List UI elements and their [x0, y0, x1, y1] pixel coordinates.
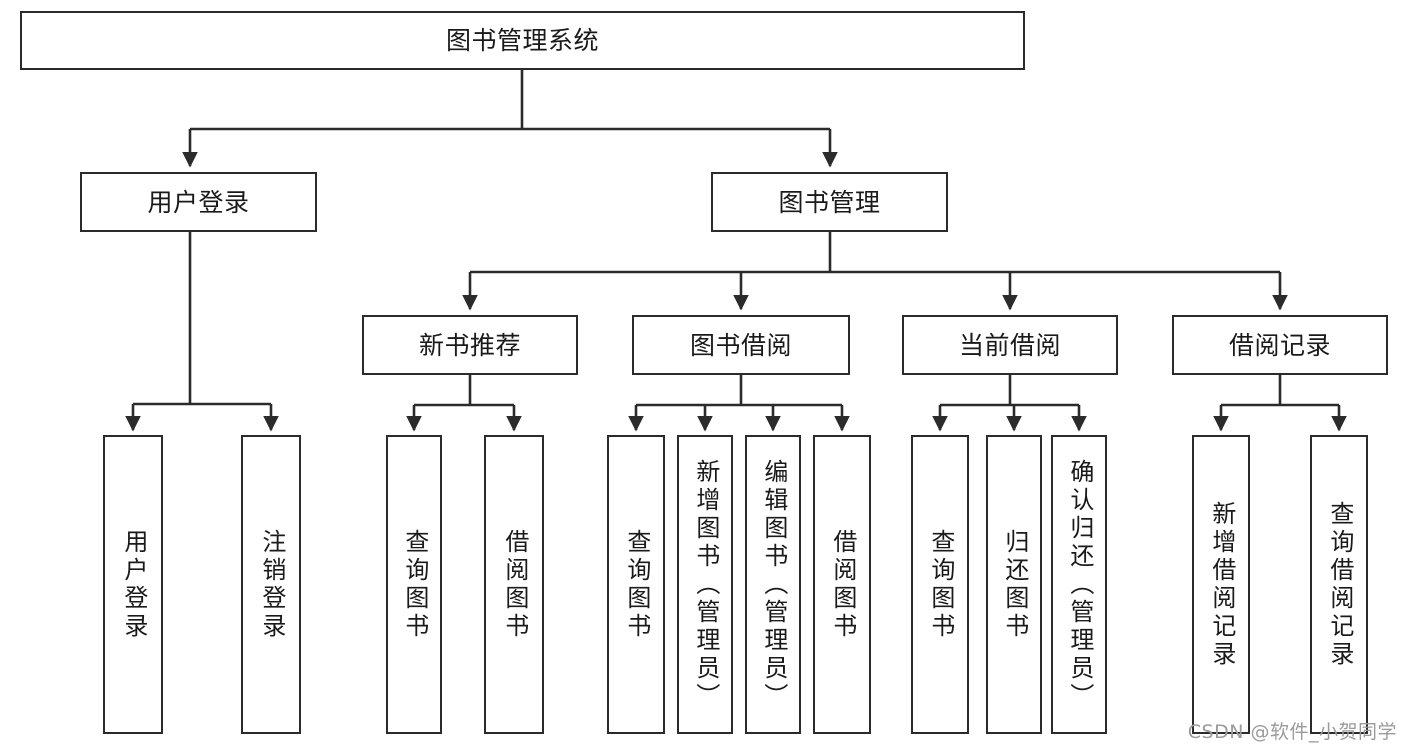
node-book-management-label: 图书管理: [778, 187, 881, 217]
leaf-user-login-label: 用户登录: [119, 528, 148, 641]
leaf-add-book-admin-label: 新增图书（管理员）: [691, 458, 720, 711]
leaf-add-book-admin[interactable]: 新增图书（管理员）: [677, 435, 733, 734]
leaf-edit-book-admin[interactable]: 编辑图书（管理员）: [745, 435, 801, 734]
leaf-query-book-borrow-label: 查询图书: [622, 528, 651, 641]
node-current-borrow[interactable]: 当前借阅: [902, 315, 1118, 375]
leaf-borrow-book-label: 借阅图书: [828, 528, 857, 641]
node-new-book-recommend[interactable]: 新书推荐: [362, 315, 578, 375]
node-book-borrow[interactable]: 图书借阅: [632, 315, 850, 375]
leaf-borrow-book-recommend-label: 借阅图书: [500, 528, 529, 641]
leaf-query-book-recommend-label: 查询图书: [400, 528, 429, 641]
leaf-confirm-return-admin-label: 确认归还（管理员）: [1065, 458, 1094, 711]
node-root[interactable]: 图书管理系统: [20, 11, 1025, 70]
leaf-return-book[interactable]: 归还图书: [986, 435, 1042, 734]
leaf-confirm-return-admin[interactable]: 确认归还（管理员）: [1051, 435, 1107, 734]
node-book-borrow-label: 图书借阅: [689, 330, 792, 360]
leaf-add-borrow-record[interactable]: 新增借阅记录: [1192, 435, 1250, 734]
watermark: CSDN @软件_小贺同学: [1187, 721, 1397, 743]
leaf-query-book-borrow[interactable]: 查询图书: [607, 435, 665, 734]
leaf-user-logout-label: 注销登录: [257, 528, 286, 641]
node-user-login-label: 用户登录: [147, 187, 250, 217]
node-book-management[interactable]: 图书管理: [711, 172, 948, 232]
leaf-borrow-book[interactable]: 借阅图书: [813, 435, 871, 734]
leaf-user-login[interactable]: 用户登录: [103, 435, 163, 734]
leaf-query-book-current[interactable]: 查询图书: [911, 435, 969, 734]
leaf-borrow-book-recommend[interactable]: 借阅图书: [484, 435, 544, 734]
leaf-query-borrow-record-label: 查询借阅记录: [1325, 500, 1354, 669]
leaf-add-borrow-record-label: 新增借阅记录: [1207, 500, 1236, 669]
leaf-query-book-current-label: 查询图书: [926, 528, 955, 641]
node-root-label: 图书管理系统: [445, 26, 599, 55]
leaf-edit-book-admin-label: 编辑图书（管理员）: [759, 458, 788, 711]
node-borrow-records-label: 借阅记录: [1228, 330, 1331, 360]
node-user-login[interactable]: 用户登录: [80, 172, 317, 232]
leaf-query-book-recommend[interactable]: 查询图书: [386, 435, 442, 734]
leaf-return-book-label: 归还图书: [1000, 528, 1029, 641]
node-borrow-records[interactable]: 借阅记录: [1172, 315, 1388, 375]
leaf-query-borrow-record[interactable]: 查询借阅记录: [1310, 435, 1368, 734]
leaf-user-logout[interactable]: 注销登录: [241, 435, 301, 734]
node-current-borrow-label: 当前借阅: [958, 330, 1061, 360]
node-new-book-recommend-label: 新书推荐: [418, 330, 521, 360]
